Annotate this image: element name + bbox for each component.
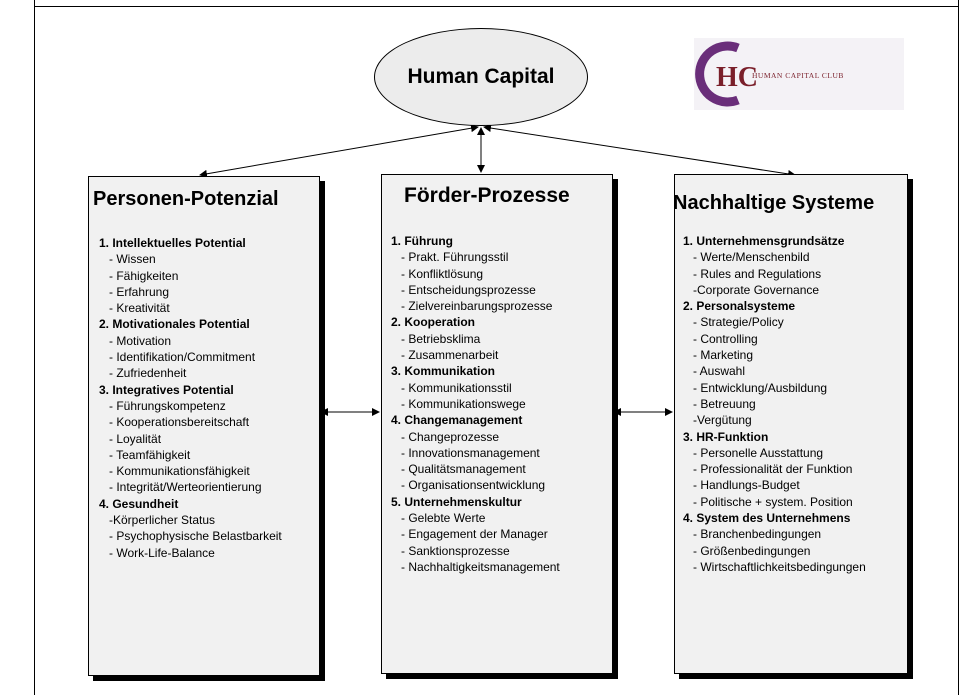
column-title: Förder-Prozesse [404, 184, 570, 207]
list-item: - Loyalität [109, 431, 162, 446]
list-item: - Identifikation/Commitment [109, 350, 256, 365]
list-item: - Innovationsmanagement [401, 445, 540, 460]
column-content: 1. Führung - Prakt. Führungsstil- Konflik… [391, 233, 560, 575]
list-item: - Auswahl [693, 364, 746, 379]
list-item: - Kommunikationswege [401, 396, 526, 411]
list-item: - Strategie/Policy [693, 315, 784, 330]
list-item: - Führungskompetenz [109, 398, 226, 413]
list-item: - Kommunikationsstil [401, 380, 512, 395]
list-item: - Betreuung [693, 396, 756, 411]
section-title: 2. Kooperation [391, 315, 476, 330]
list-item: - Marketing [693, 348, 754, 363]
list-item: - Changeprozesse [401, 429, 500, 444]
list-item: - Größenbedingungen [693, 543, 811, 558]
list-item: - Sanktionsprozesse [401, 543, 510, 558]
list-item: - Zufriedenheit [109, 366, 187, 381]
list-item: - Gelebte Werte [401, 511, 486, 526]
column-content: 1. Intellektuelles Potential - Wissen- Fä… [99, 235, 282, 561]
list-item: - Qualitätsmanagement [401, 462, 526, 477]
list-item: - Werte/Menschenbild [693, 250, 810, 265]
list-item: - Controlling [693, 331, 758, 346]
list-item: - Branchenbedingungen [693, 527, 822, 542]
list-item: -Körperlicher Status [109, 513, 216, 528]
list-item: - Work-Life-Balance [109, 545, 215, 560]
list-item: - Betriebsklima [401, 331, 481, 346]
list-item: - Entscheidungsprozesse [401, 282, 536, 297]
section-title: 3. HR-Funktion [683, 429, 769, 444]
list-item: - Entwicklung/Ausbildung [693, 380, 828, 395]
section-title: 1. Intellektuelles Potential [99, 236, 246, 250]
frame-right-line [958, 0, 959, 695]
arrow-center-to-left [199, 124, 479, 178]
list-item: -Vergütung [693, 413, 752, 428]
section-title: 2. Personalsysteme [683, 299, 796, 314]
list-item: - Kooperationsbereitschaft [109, 415, 250, 430]
frame-left-line [34, 0, 35, 695]
list-item: - Konfliktlösung [401, 266, 484, 281]
list-item: - Professionalität der Funktion [693, 462, 853, 477]
column-title: Nachhaltige Systeme [673, 192, 875, 214]
column-content: 1. Unternehmensgrundsätze - Werte/Mensche… [683, 233, 866, 575]
list-item: - Wirtschaftlichkeitsbedingungen [693, 559, 866, 574]
section-title: 1. Führung [391, 234, 453, 248]
list-item: - Zielvereinbarungsprozesse [401, 299, 553, 314]
list-item: - Wissen [109, 252, 156, 267]
frame-top-line [34, 6, 959, 7]
section-title: 4. System des Unternehmens [683, 511, 851, 526]
list-item: - Prakt. Führungsstil [401, 250, 509, 265]
list-item: - Politische + system. Position [693, 494, 853, 509]
list-item: - Engagement der Manager [401, 527, 548, 542]
list-item: - Psychophysische Belastbarkeit [109, 529, 282, 544]
column-nachhaltige-systeme: Nachhaltige Systeme 1. Unternehmensgrund… [673, 174, 908, 674]
human-capital-title: Human Capital [407, 65, 555, 88]
section-title: 3. Kommunikation [391, 364, 496, 379]
column-foerder-prozesse: Förder-Prozesse 1. Führung - Prakt. Führu… [381, 174, 613, 674]
section-title: 4. Changemanagement [391, 413, 523, 428]
list-item: - Kreativität [109, 301, 170, 316]
column-title: Personen-Potenzial [93, 188, 279, 210]
list-item: - Teamfähigkeit [109, 447, 191, 462]
list-item: - Personelle Ausstattung [693, 445, 824, 460]
list-item: - Motivation [109, 333, 172, 348]
section-title: 2. Motivationales Potential [99, 317, 250, 332]
list-item: - Zusammenarbeit [401, 348, 499, 363]
column-personen-potenzial: Personen-Potenzial 1. Intellektuelles Po… [88, 176, 320, 676]
hc-logo: HC HUMAN CAPITAL CLUB [694, 38, 904, 110]
section-title: 3. Integratives Potential [99, 382, 234, 397]
list-item: - Nachhaltigkeitsmanagement [401, 559, 560, 574]
list-item: - Kommunikationsfähigkeit [109, 464, 250, 479]
list-item: - Organisationsentwicklung [401, 478, 546, 493]
arrow-center-to-right [483, 124, 796, 178]
list-item: - Handlungs-Budget [693, 478, 800, 493]
logo-tagline: HUMAN CAPITAL CLUB [752, 71, 844, 80]
human-capital-node: Human Capital [374, 28, 588, 126]
list-item: - Integrität/Werteorientierung [109, 480, 262, 495]
section-title: 1. Unternehmensgrundsätze [683, 234, 845, 248]
section-title: 4. Gesundheit [99, 496, 179, 511]
list-item: - Rules and Regulations [693, 266, 822, 281]
list-item: -Corporate Governance [693, 282, 820, 297]
logo-initials: HC [716, 62, 758, 93]
section-title: 5. Unternehmenskultur [391, 494, 522, 509]
list-item: - Erfahrung [109, 284, 170, 299]
list-item: - Fähigkeiten [109, 268, 179, 283]
